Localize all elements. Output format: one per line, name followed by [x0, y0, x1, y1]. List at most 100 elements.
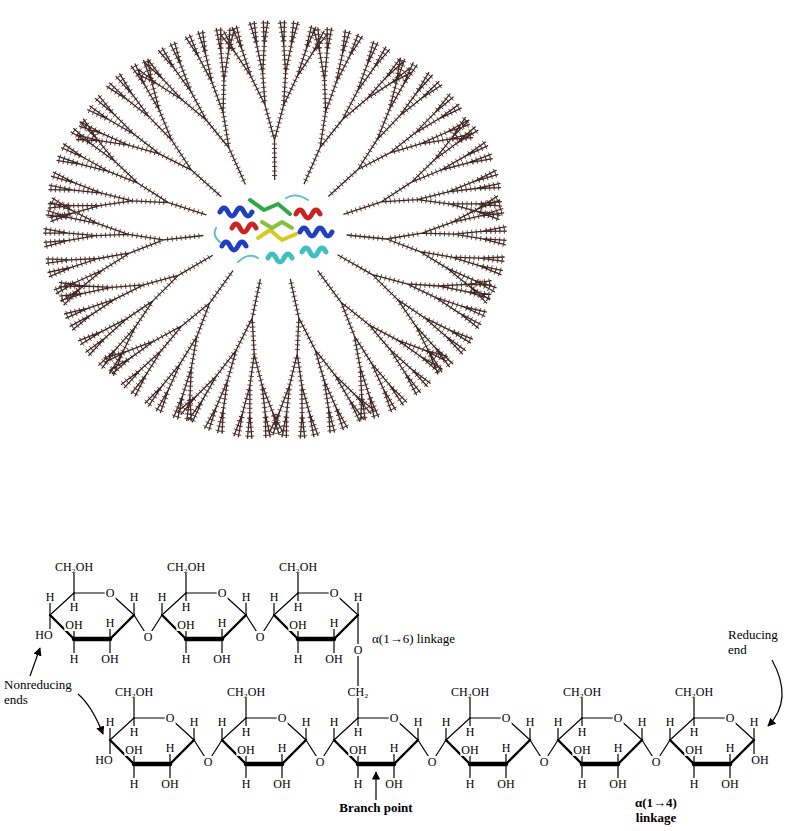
glycogen-branches — [43, 20, 507, 438]
atom-label: H — [749, 716, 760, 728]
atom-label: H — [525, 716, 536, 728]
atom-label: OH — [720, 778, 739, 790]
bond-line — [582, 762, 618, 767]
atom-label: H — [441, 716, 452, 728]
leader-arrow — [30, 648, 40, 676]
atom-label: H — [329, 716, 340, 728]
atom-label: H — [105, 716, 116, 728]
atom-label: H — [129, 778, 140, 790]
bond-line — [358, 762, 394, 767]
glycosidic-oxygen: O — [203, 756, 214, 768]
atom-label: H — [45, 591, 56, 603]
atom-label: H — [181, 653, 192, 665]
atom-label: H — [413, 716, 424, 728]
glucose-residue-ticks — [46, 23, 505, 437]
bond-line — [298, 637, 334, 642]
atom-label: OH — [608, 778, 627, 790]
atom-label: H — [157, 591, 168, 603]
atom-label: H — [689, 778, 700, 790]
atom-label: OH — [212, 653, 231, 665]
atom-label: CH₂OH — [674, 686, 714, 698]
atom-label: H — [129, 726, 140, 738]
bond-line — [134, 762, 170, 767]
glycogenin-protein — [215, 195, 332, 262]
atom-label: CH₂OH — [450, 686, 490, 698]
atom-label: H — [353, 726, 364, 738]
ring-oxygen: O — [329, 587, 340, 599]
bond-line — [470, 762, 506, 767]
glycosidic-oxygen: O — [353, 644, 364, 656]
linkage-label: α(1→6) linkage — [372, 632, 455, 647]
atom-label: OH — [176, 619, 195, 631]
protein-strand — [250, 200, 290, 214]
glycosidic-oxygen: O — [539, 756, 550, 768]
atom-label: OH — [64, 619, 83, 631]
atom-label: H — [277, 742, 288, 754]
atom-label: H — [165, 742, 176, 754]
atom-label: H — [665, 716, 676, 728]
atom-label: CH₂OH — [54, 561, 94, 573]
atom-label: H — [129, 591, 140, 603]
atom-label: H — [241, 778, 252, 790]
atom-label: CH₂OH — [114, 686, 154, 698]
protein-loop — [215, 195, 308, 262]
atom-label: OH — [384, 778, 403, 790]
atom-label: H — [689, 726, 700, 738]
glucose-chain — [43, 20, 507, 438]
atom-label: H — [241, 591, 252, 603]
ring-oxygen: O — [277, 712, 288, 724]
ring-oxygen: O — [105, 587, 116, 599]
atom-label: H — [613, 742, 624, 754]
atom-label: OH — [272, 778, 291, 790]
atom-label: H — [501, 742, 512, 754]
atom-label: H — [353, 778, 364, 790]
atom-label: H — [577, 726, 588, 738]
protein-helix — [300, 228, 332, 236]
protein-helix — [232, 224, 256, 232]
atom-label: H — [293, 601, 304, 613]
atom-label: H — [269, 591, 280, 603]
atom-label: H — [353, 591, 364, 603]
ring-oxygen: O — [165, 712, 176, 724]
protein-strand — [262, 222, 292, 228]
bond-line — [49, 615, 50, 629]
glycosidic-oxygen: O — [143, 631, 154, 643]
atom-label: H — [69, 653, 80, 665]
atom-label: H — [465, 778, 476, 790]
atom-label: H — [465, 726, 476, 738]
bond-line — [74, 637, 110, 642]
ring-oxygen: O — [217, 587, 228, 599]
atom-label: H — [241, 726, 252, 738]
atom-label: OH — [124, 744, 143, 756]
atom-label: H — [553, 716, 564, 728]
end-label: Nonreducing ends — [4, 678, 84, 708]
atom-label: H — [301, 716, 312, 728]
atom-label: H — [293, 653, 304, 665]
atom-label: OH — [572, 744, 591, 756]
atom-label: H — [189, 716, 200, 728]
atom-label: CH₂OH — [226, 686, 266, 698]
atom-label: H — [181, 601, 192, 613]
protein-helix — [268, 254, 292, 262]
protein-helix — [296, 210, 320, 218]
bond-line — [694, 762, 730, 767]
leader-arrow — [78, 694, 103, 734]
atom-label: H — [637, 716, 648, 728]
atom-label: OH — [348, 744, 367, 756]
atom-label: CH₂OH — [166, 561, 206, 573]
protein-strand — [258, 230, 296, 240]
glycosidic-oxygen: O — [427, 756, 438, 768]
glycosidic-oxygen: O — [255, 631, 266, 643]
ring-oxygen: O — [389, 712, 400, 724]
leader-lines — [30, 648, 782, 800]
bond-line — [109, 740, 110, 754]
atom-label: OH — [684, 744, 703, 756]
ring-oxygen: O — [725, 712, 736, 724]
atom-label: OH — [496, 778, 515, 790]
protein-helix — [220, 208, 252, 216]
atom-label: HO — [94, 754, 113, 766]
atom-label: CH₂OH — [278, 561, 318, 573]
glycosidic-oxygen: O — [315, 756, 326, 768]
